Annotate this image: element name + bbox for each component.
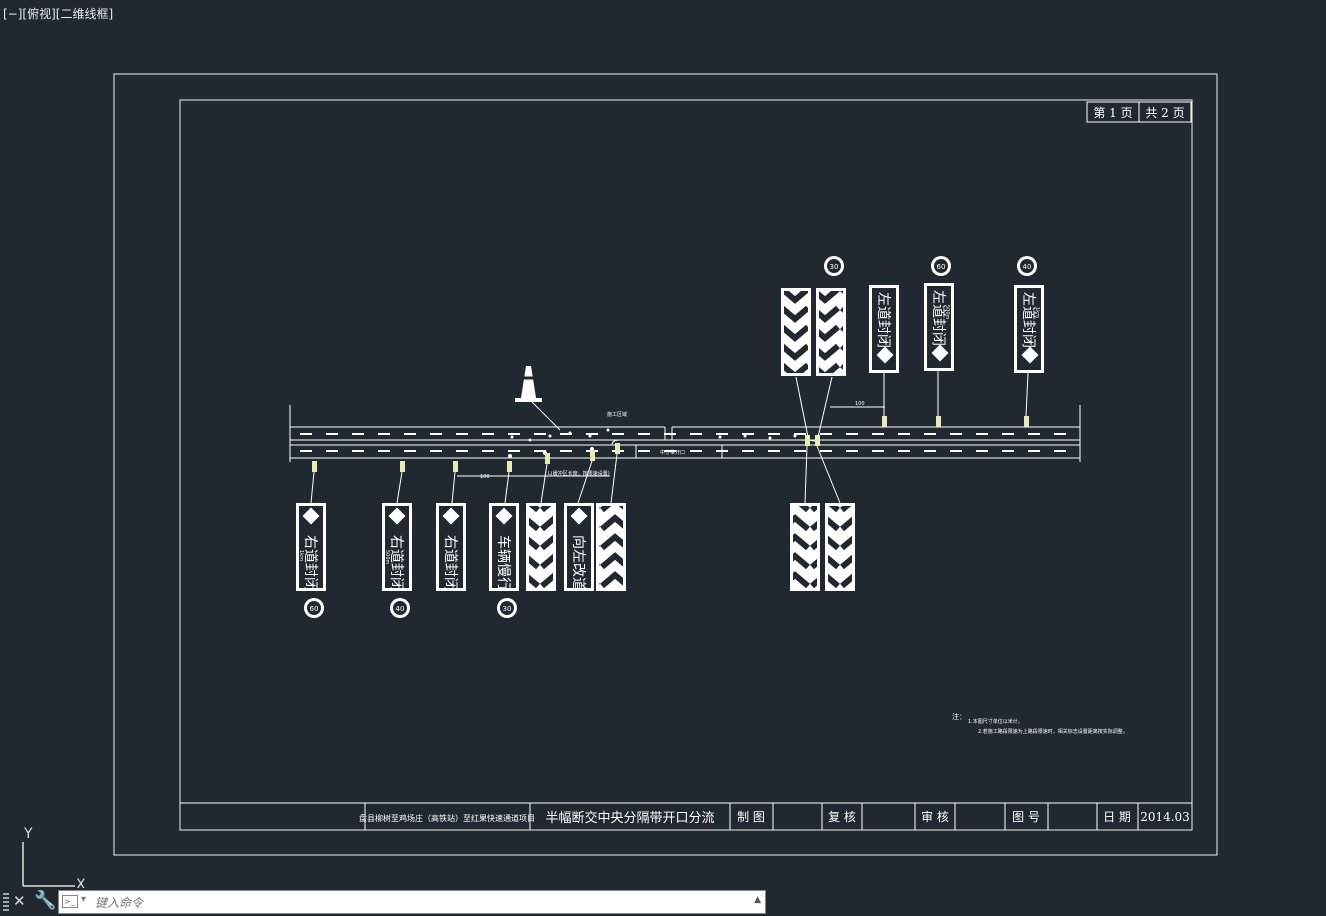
- speed-value: 40: [1023, 263, 1032, 271]
- speed-value: 30: [503, 605, 512, 613]
- notes: 注： 1.本图尺寸单位以米计。 2.若施工路段限速为上路段限速时，相关标志设置距…: [952, 712, 1128, 735]
- sign-bottom-0: 右道封闭 1km: [296, 503, 326, 591]
- wrench-icon[interactable]: 🔧: [34, 890, 57, 911]
- outer-frame: [113, 73, 1218, 856]
- chevron-panel-top-2: [816, 288, 846, 376]
- chevron-panel-bottom-2: [596, 503, 626, 591]
- sign-text: 右道封闭: [442, 535, 458, 591]
- speed-value: 40: [396, 605, 405, 613]
- speed-sign-1: 40: [390, 598, 410, 618]
- sign-distance: 1km: [1034, 307, 1040, 318]
- sign-distance: 500m: [944, 305, 950, 320]
- ucs-y-label: Y: [23, 826, 33, 842]
- sign-bottom-2: 右道封闭: [436, 503, 466, 591]
- chevron-panel-bottom-4: [825, 503, 855, 591]
- sign-text: 左道封闭: [930, 290, 946, 346]
- page-current: 第 1 页: [1093, 106, 1132, 120]
- sign-text: 向左改道: [570, 535, 586, 591]
- chevron-panel-bottom-3: [790, 503, 820, 591]
- speed-value: 60: [310, 605, 319, 613]
- chevron-down-icon[interactable]: ▾: [81, 894, 87, 905]
- page-total: 共 2 页: [1145, 106, 1184, 120]
- grip-handle-icon[interactable]: [3, 893, 9, 911]
- chevron-panel-bottom-1: [526, 503, 556, 591]
- sign-top-0: 左道封闭: [869, 285, 899, 373]
- median-opening-label: 中分带开口: [660, 449, 685, 456]
- sign-text: 左道封闭: [875, 292, 891, 348]
- command-input[interactable]: [93, 892, 747, 914]
- drawing-title: 半幅断交中央分隔带开口分流: [545, 810, 714, 826]
- sign-distance: 500m: [384, 550, 390, 565]
- close-icon[interactable]: ✕: [13, 892, 26, 910]
- sign-top-2: 左道封闭 1km: [1014, 285, 1044, 373]
- speed-value: 60: [937, 263, 946, 271]
- dim-right: 100: [855, 401, 865, 407]
- drawn-by-label: 制 图: [737, 810, 765, 824]
- sign-distance: 1km: [298, 550, 304, 561]
- reviewed-by-label: 审 核: [921, 809, 949, 824]
- sign-text: 右道封闭: [302, 535, 318, 591]
- sign-text: 左道封闭: [1020, 292, 1036, 348]
- sign-bottom-3: 车辆慢行: [489, 503, 519, 591]
- speed-sign-3: 30: [824, 256, 844, 276]
- work-area-label: 施工区域: [607, 411, 627, 418]
- ucs-icon: Y X: [22, 826, 86, 888]
- figure-number-label: 图 号: [1012, 810, 1040, 824]
- title-block: 盘县柳树至鸡场庄（高铁站）至红果快速通道项目 半幅断交中央分隔带开口分流 制 图…: [180, 802, 1192, 830]
- chevron-up-icon[interactable]: ▲: [754, 895, 761, 905]
- speed-sign-4: 60: [931, 256, 951, 276]
- drawing-canvas: 第 1 页 共 2 页 盘县柳树至鸡场庄（高铁站）至红果快速通道项目 半幅断交中…: [22, 73, 1218, 888]
- date-value: 2014.03: [1140, 810, 1190, 824]
- dim-left: 100: [480, 474, 490, 480]
- command-line-bar: ✕ 🔧 >_ ▾ ▲: [0, 888, 770, 916]
- speed-sign-2: 30: [497, 598, 517, 618]
- buffer-length-label: L(缓冲区长度，按限速设置): [548, 470, 610, 477]
- speed-sign-5: 40: [1017, 256, 1037, 276]
- checked-by-label: 复 核: [828, 810, 856, 824]
- command-prompt-icon[interactable]: >_: [62, 895, 78, 908]
- ucs-x-label: X: [76, 877, 86, 888]
- sign-text: 右道封闭: [388, 535, 404, 591]
- sign-top-1: 左道封闭 500m: [924, 283, 954, 371]
- sign-leader-lines: [310, 371, 1029, 504]
- notes-label: 注：: [952, 712, 966, 721]
- date-label: 日 期: [1103, 810, 1131, 824]
- speed-value: 30: [830, 263, 839, 271]
- inner-frame: [179, 99, 1193, 831]
- viewport-controls-label[interactable]: [−][俯视][二维线框]: [3, 7, 114, 21]
- road-plan: 施工区域 中分带开口 L(缓冲区长度，按限速设置) 100 100: [289, 401, 1081, 480]
- speed-sign-0: 60: [304, 598, 324, 618]
- page-number-box: 第 1 页 共 2 页: [1086, 101, 1192, 123]
- command-input-container: >_ ▾ ▲: [58, 890, 766, 914]
- project-name: 盘县柳树至鸡场庄（高铁站）至红果快速通道项目: [359, 813, 535, 823]
- sign-bottom-4: 向左改道: [564, 503, 594, 591]
- chevron-panel-top-1: [781, 288, 811, 376]
- notes-line-1: 1.本图尺寸单位以米计。: [968, 718, 1023, 725]
- traffic-cone-icon: [515, 366, 561, 431]
- sign-bottom-1: 右道封闭 500m: [382, 503, 412, 591]
- notes-line-2: 2.若施工路段限速为上路段限速时，相关标志设置距离按实际调整。: [978, 728, 1128, 735]
- sign-text: 车辆慢行: [495, 535, 512, 591]
